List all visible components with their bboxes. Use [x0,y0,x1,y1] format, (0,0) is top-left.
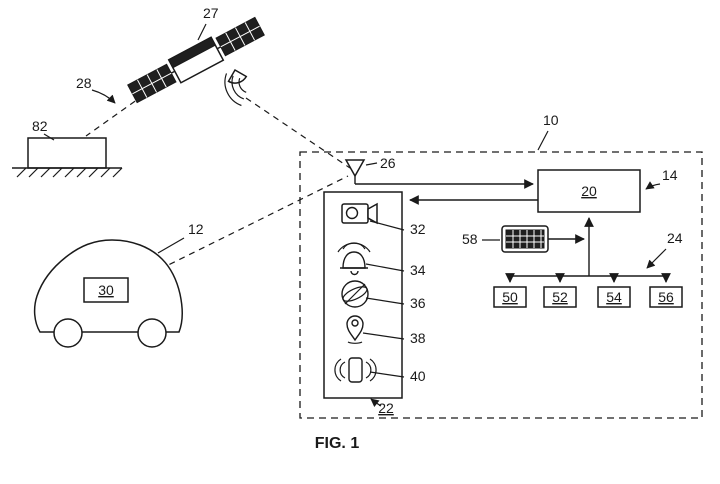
output-box-56 [649,286,683,308]
leader-ground-station [43,133,55,141]
label-ground-station: 82 [32,118,48,134]
label-location: 38 [410,330,426,346]
label-system: 10 [543,112,559,128]
antenna-icon [344,159,366,184]
gyroscope-icon [341,280,369,308]
label-camera: 32 [410,221,426,237]
front-wheel [53,318,83,348]
link-satellite-antenna [245,97,351,169]
leader-satellite [197,23,207,41]
output-box-52 [543,286,577,308]
label-gyroscope: 36 [410,295,426,311]
satellite-dish [227,68,248,84]
output-box-50 [493,286,527,308]
camera-icon [341,202,378,225]
label-device-module: 22 [378,400,394,416]
leader-camera [369,220,405,231]
label-antenna: 26 [380,155,396,171]
onboard-unit-box [83,277,129,303]
label-controller-arrow: 14 [662,167,678,183]
leader-system [537,130,549,151]
leader-antenna [365,162,378,166]
leader-gyroscope [365,297,405,305]
satellite-icon [127,16,265,107]
label-onboard-unit: 30 [98,282,114,298]
location-pin-icon [346,315,364,344]
label-output1: 50 [502,289,518,305]
haptic-icon [334,357,377,383]
ground-hatching [16,167,123,178]
leader-alarm [365,263,405,272]
satellite-signal-arcs [224,73,247,107]
device-module-pointer [370,398,382,408]
signal-arrow [91,89,116,104]
label-haptic: 40 [410,368,426,384]
figure-caption: FIG. 1 [315,435,360,452]
label-alarm: 34 [410,262,426,278]
label-outputs-arrow: 24 [667,230,683,246]
controller-pointer-arrow [645,181,661,190]
ground-station [12,137,123,178]
vehicle: 30 [33,239,183,348]
label-keypad: 58 [462,231,478,247]
label-output4: 56 [658,289,674,305]
controller-box [537,169,641,213]
rear-wheel [137,318,167,348]
label-output2: 52 [552,289,568,305]
outputs-pointer-arrow [646,248,667,269]
leader-vehicle [157,237,185,254]
label-signal-arrow: 28 [76,75,92,91]
alarm-icon [337,242,371,276]
label-vehicle: 12 [188,221,204,237]
label-output3: 54 [606,289,622,305]
leader-haptic [369,371,405,378]
keypad-icon [501,225,549,253]
label-controller: 20 [581,183,597,199]
leader-location [362,332,405,340]
label-satellite: 27 [203,5,219,21]
output-box-54 [597,286,631,308]
system-boundary [299,151,703,419]
link-vehicle-antenna [129,175,349,285]
